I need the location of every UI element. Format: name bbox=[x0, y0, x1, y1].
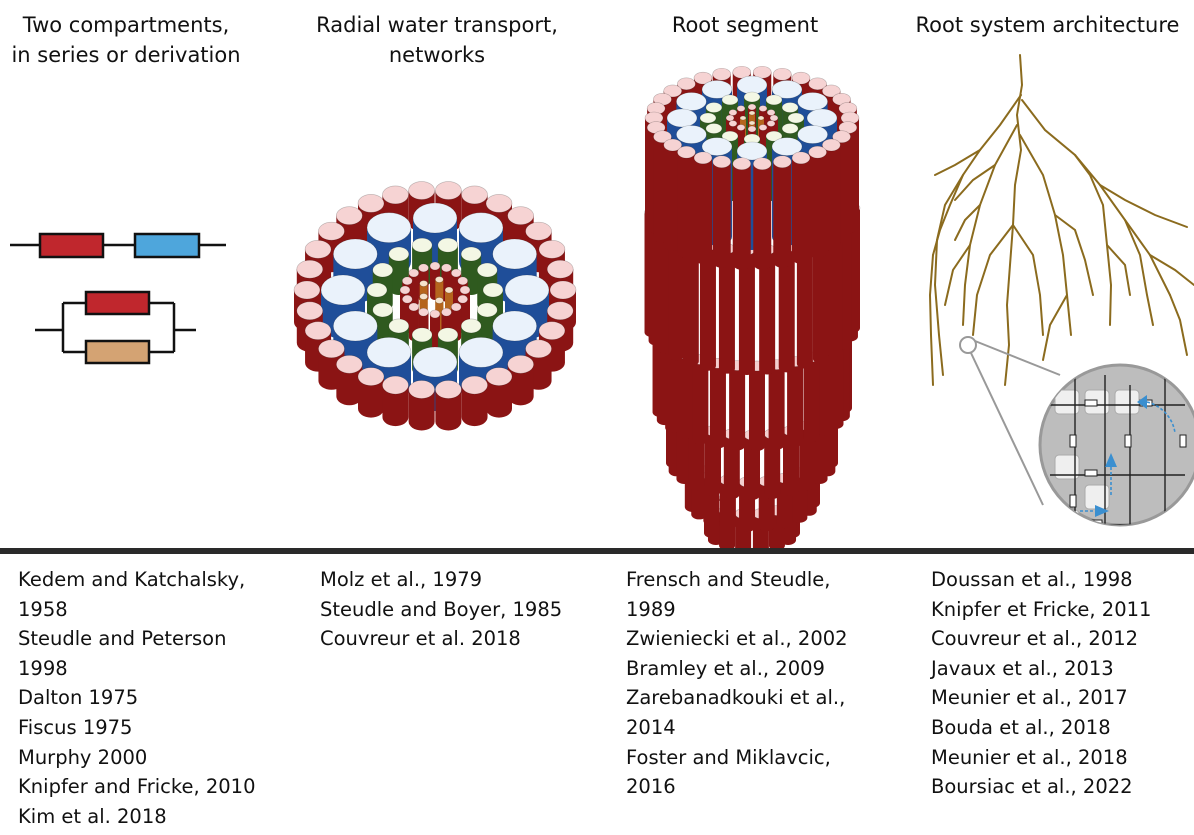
parallel-resistor-red bbox=[86, 292, 149, 314]
reference-item: Boursiac et al., 2022 bbox=[931, 772, 1151, 802]
reference-item: Meunier et al., 2017 bbox=[931, 683, 1151, 713]
reference-item: Steudle and Boyer, 1985 bbox=[320, 595, 562, 625]
root-system-architecture-diagram bbox=[925, 55, 1194, 540]
reference-item: Couvreur et al., 2012 bbox=[931, 624, 1151, 654]
resistor bbox=[1070, 495, 1076, 507]
epidermis-cell bbox=[809, 146, 827, 258]
root-branch bbox=[935, 150, 980, 175]
reference-item: Couvreur et al. 2018 bbox=[320, 624, 562, 654]
root-segment-cell bbox=[749, 361, 765, 451]
resistor bbox=[1155, 520, 1167, 526]
epidermis-cell bbox=[358, 368, 384, 418]
resistor bbox=[1070, 435, 1076, 447]
epidermis-cell bbox=[677, 146, 695, 258]
reference-item: Molz et al., 1979 bbox=[320, 565, 562, 595]
root-branch bbox=[1075, 155, 1111, 325]
cell bbox=[1145, 525, 1169, 549]
epidermis-cell bbox=[792, 152, 810, 264]
root-branches bbox=[930, 55, 1194, 385]
root-branch bbox=[1020, 135, 1071, 335]
root-cross-section-network bbox=[295, 165, 575, 435]
reference-item: Foster and Miklavcic, 2016 bbox=[626, 743, 848, 802]
root-branch bbox=[1043, 295, 1067, 360]
reference-item: Kedem and Katchalsky, 1958 bbox=[18, 565, 255, 624]
cell bbox=[1115, 390, 1139, 414]
resistor-circuit-diagram bbox=[0, 200, 250, 380]
references-root-system: Doussan et al., 1998 Knipfer et Fricke, … bbox=[931, 565, 1151, 802]
epidermis-cell bbox=[409, 380, 435, 430]
reference-item: Murphy 2000 bbox=[18, 743, 255, 773]
reference-item: Bouda et al., 2018 bbox=[931, 713, 1151, 743]
reference-item: Dalton 1975 bbox=[18, 683, 255, 713]
epidermis-cell bbox=[694, 152, 712, 264]
epidermis-cell bbox=[462, 376, 488, 426]
parallel-circuit bbox=[35, 292, 196, 363]
cell bbox=[1055, 510, 1079, 534]
resistor bbox=[1085, 400, 1097, 406]
epidermis-cell bbox=[435, 380, 461, 430]
reference-item: Javaux et al., 2013 bbox=[931, 654, 1151, 684]
root-branch bbox=[1125, 220, 1153, 325]
epidermis-cell bbox=[382, 376, 408, 426]
reference-item: Doussan et al., 1998 bbox=[931, 565, 1151, 595]
resistor bbox=[1125, 435, 1131, 447]
root-branch bbox=[1100, 185, 1187, 227]
references-two-compartments: Kedem and Katchalsky, 1958 Steudle and P… bbox=[18, 565, 255, 831]
series-resistor-red bbox=[40, 234, 103, 257]
title-two-compartments: Two compartments, in series or derivatio… bbox=[0, 10, 252, 70]
reference-item: Fiscus 1975 bbox=[18, 713, 255, 743]
reference-item: Zwieniecki et al., 2002 bbox=[626, 624, 848, 654]
series-resistor-blue bbox=[135, 234, 199, 257]
zoom-callout bbox=[960, 337, 1194, 549]
resistor bbox=[1085, 470, 1097, 476]
root-branch bbox=[1170, 295, 1187, 355]
section-divider bbox=[0, 548, 1194, 554]
root-branch bbox=[1022, 100, 1170, 295]
reference-item: Zarebanadkouki et al., 2014 bbox=[626, 683, 848, 742]
title-radial-transport: Radial water transport, networks bbox=[292, 10, 582, 70]
epidermis-cell bbox=[486, 368, 512, 418]
zoom-circle bbox=[1040, 365, 1194, 525]
root-segment-3d-model bbox=[640, 58, 870, 548]
resistor bbox=[1180, 435, 1186, 447]
reference-item: Bramley et al., 2009 bbox=[626, 654, 848, 684]
root-branch bbox=[930, 255, 933, 385]
references-radial-transport: Molz et al., 1979 Steudle and Boyer, 198… bbox=[320, 565, 562, 654]
epidermis-cell bbox=[713, 156, 731, 268]
epidermis-cell bbox=[773, 156, 791, 268]
reference-item: Steudle and Peterson 1998 bbox=[18, 624, 255, 683]
root-branch bbox=[1013, 225, 1043, 335]
parallel-resistor-tan bbox=[86, 341, 149, 363]
title-root-segment: Root segment bbox=[640, 10, 850, 40]
epidermis-cell bbox=[753, 158, 771, 270]
reference-item: Frensch and Steudle, 1989 bbox=[626, 565, 848, 624]
reference-item: Kim et al. 2018 bbox=[18, 802, 255, 832]
reference-item: Meunier et al., 2018 bbox=[931, 743, 1151, 773]
reference-item: Knipfer and Fricke, 2010 bbox=[18, 772, 255, 802]
series-circuit bbox=[10, 234, 226, 257]
reference-item: Knipfer et Fricke, 2011 bbox=[931, 595, 1151, 625]
cell bbox=[1115, 525, 1139, 549]
root-branch bbox=[1055, 215, 1093, 295]
title-root-system-architecture: Root system architecture bbox=[905, 10, 1190, 40]
epidermis-cell bbox=[733, 158, 751, 270]
references-root-segment: Frensch and Steudle, 1989 Zwieniecki et … bbox=[626, 565, 848, 802]
